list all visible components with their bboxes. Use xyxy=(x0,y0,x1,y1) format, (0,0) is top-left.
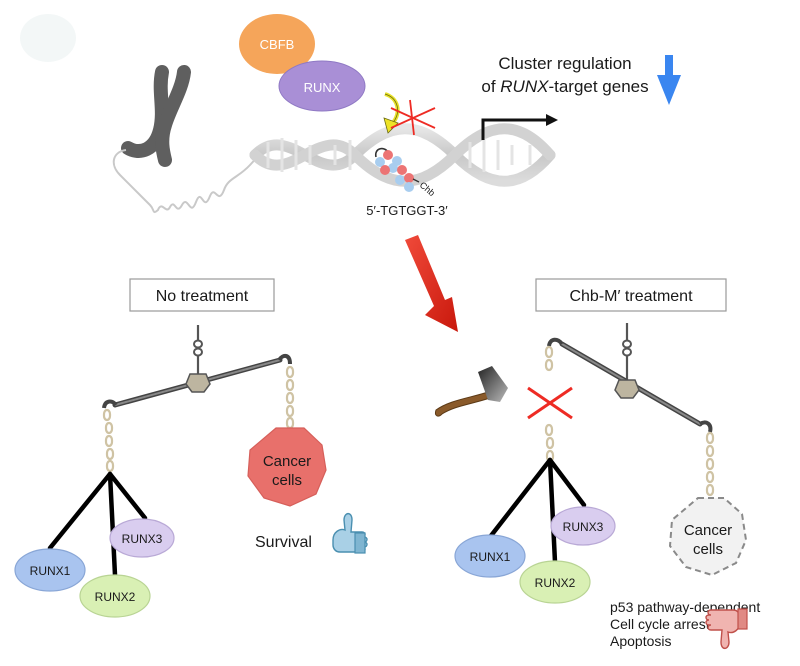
cancer-cells-label-line2: cells xyxy=(693,541,723,558)
runx-label: RUNX xyxy=(304,80,341,95)
right-chain xyxy=(285,365,295,430)
inhibition-x-icon xyxy=(390,99,436,136)
balance-scale-icon xyxy=(547,323,713,433)
chb-m-treatment-panel: Chb-M′ treatment xyxy=(435,278,760,650)
outcome-line-2: Cell cycle arrest xyxy=(610,616,710,632)
chb-label: Chb xyxy=(418,180,437,198)
chb-m-treatment-box xyxy=(535,278,727,312)
runx1-label: RUNX1 xyxy=(30,564,71,578)
runx3-label: RUNX3 xyxy=(563,520,604,534)
cancer-cells-alive xyxy=(247,427,327,507)
sequence-label: 5′-TGTGGT-3′ xyxy=(366,203,448,218)
chb-m-treatment-title: Chb-M′ treatment xyxy=(569,288,693,305)
balance-scale-icon xyxy=(102,325,292,409)
thumbs-up-icon xyxy=(332,512,368,554)
chb-compound-icon: Chb xyxy=(374,147,437,198)
left-chain xyxy=(102,408,115,473)
no-treatment-panel: No treatment xyxy=(14,278,368,618)
down-arrow-icon xyxy=(657,55,681,105)
no-treatment-title: No treatment xyxy=(156,288,249,305)
runx1-label: RUNX1 xyxy=(470,550,511,564)
runx1-protein xyxy=(14,548,86,592)
cancer-cells-label-line1: Cancer xyxy=(684,522,732,539)
transcription-arrow-icon xyxy=(481,114,558,140)
dna-helix xyxy=(249,123,556,187)
axe-icon xyxy=(435,366,508,417)
outcome-line-3: Apoptosis xyxy=(610,633,671,649)
cancer-cells-label-line1: Cancer xyxy=(263,453,311,470)
runx2-protein xyxy=(519,560,591,604)
cbfb-label: CBFB xyxy=(260,37,295,52)
thumbs-down-icon xyxy=(705,608,748,650)
binding-arrow-icon xyxy=(383,92,400,134)
regulation-label-line2: of RUNX-target genes xyxy=(481,77,648,96)
regulation-label-line1: Cluster regulation xyxy=(498,54,631,73)
runx3-protein xyxy=(550,506,616,546)
no-treatment-box xyxy=(129,278,275,312)
survival-label: Survival xyxy=(255,534,312,551)
chromosome-icon xyxy=(121,65,191,167)
right-chain xyxy=(705,431,715,497)
runx-protein xyxy=(278,60,366,112)
runx3-label: RUNX3 xyxy=(122,532,163,546)
dna-thread xyxy=(112,149,263,214)
background-blob xyxy=(20,14,76,62)
runx2-protein xyxy=(79,574,151,618)
runx2-label: RUNX2 xyxy=(95,590,136,604)
cancer-cells-dead xyxy=(668,497,748,577)
runx3-protein xyxy=(109,518,175,558)
cut-x-icon xyxy=(527,386,573,420)
cancer-cells-label-line2: cells xyxy=(272,472,302,489)
runx2-label: RUNX2 xyxy=(535,576,576,590)
runx1-protein xyxy=(454,534,526,578)
runx-branches xyxy=(47,471,148,578)
runx-branches xyxy=(487,457,587,565)
treatment-arrow-icon xyxy=(405,235,458,332)
cbfb-protein xyxy=(239,14,315,74)
